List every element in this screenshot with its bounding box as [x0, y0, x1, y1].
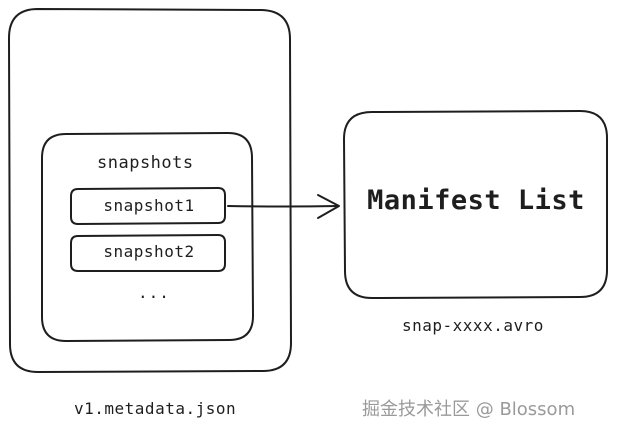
manifest-list-title: Manifest List	[367, 185, 585, 216]
metadata-file-box	[8, 8, 292, 373]
snapshot-to-manifest-arrow	[227, 205, 339, 208]
arrowhead-icon	[317, 194, 340, 219]
more-snapshots-ellipsis: ...	[138, 283, 170, 302]
manifest-list-box	[343, 110, 608, 299]
watermark: 掘金技术社区 @ Blossom	[362, 399, 576, 420]
snapshots-group-box	[41, 132, 254, 342]
snapshot1-label: snapshot1	[103, 196, 195, 215]
snapshot2-box	[70, 234, 226, 272]
snapshot1-box	[70, 187, 226, 225]
manifest-file-label: snap-xxxx.avro	[402, 316, 544, 335]
metadata-file-label: v1.metadata.json	[74, 399, 237, 418]
snapshots-group-label: snapshots	[97, 153, 194, 173]
snapshot2-label: snapshot2	[103, 242, 195, 261]
